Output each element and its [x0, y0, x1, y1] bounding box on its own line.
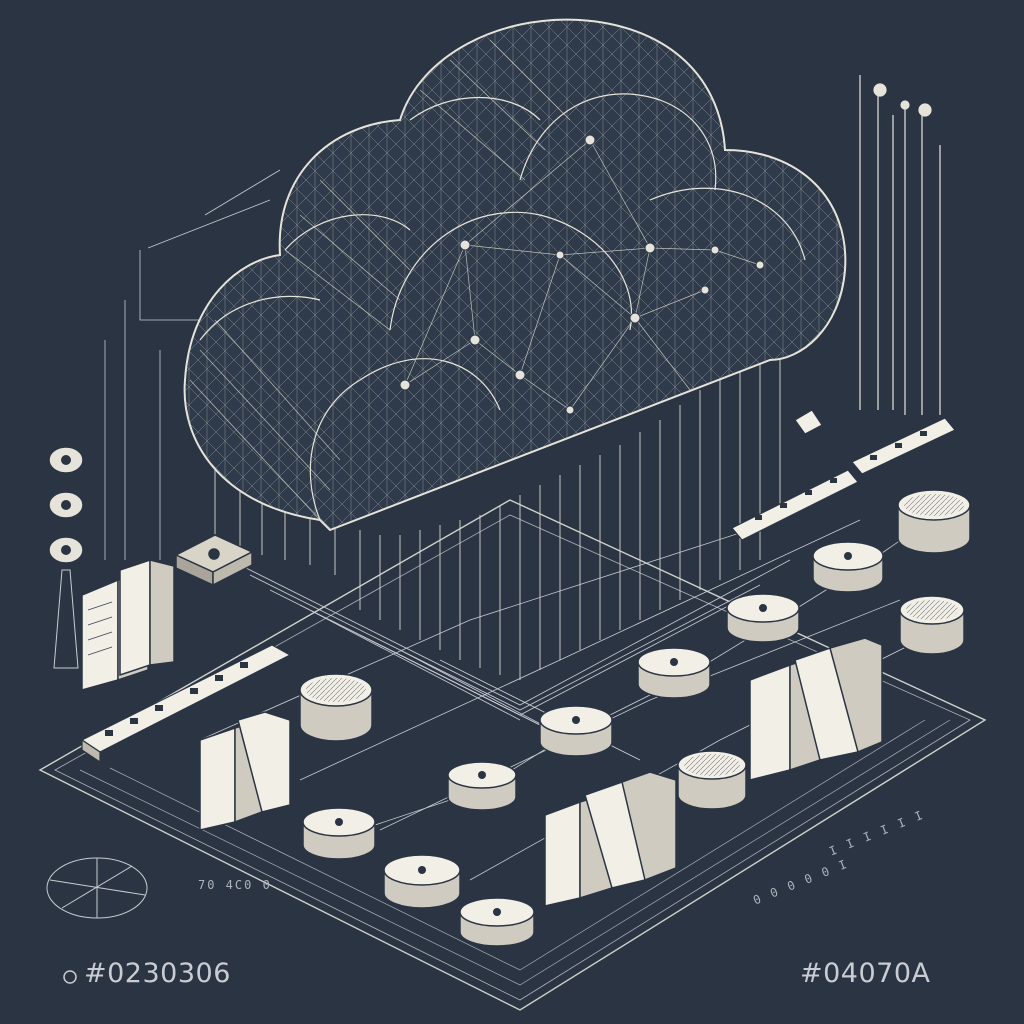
caption-right: #04070A: [800, 958, 931, 989]
signal-icon-stack: [48, 446, 84, 669]
leader-lines: [104, 169, 281, 560]
base-plate: [38, 499, 987, 1011]
server-rack-icon: [749, 637, 883, 781]
status-dot: [63, 970, 77, 984]
antenna-icon: [859, 75, 941, 415]
server-rack-icon: [81, 558, 175, 691]
antenna-icon: [53, 569, 79, 669]
small-mark-a: 70 4C0 0: [198, 878, 272, 892]
router-icon: [174, 534, 254, 587]
server-rack-icon: [544, 771, 677, 907]
network-node-icon: [302, 541, 884, 947]
compass-icon: [46, 857, 148, 919]
caption-left: #0230306: [84, 958, 231, 989]
storage-disk-icon: [299, 489, 971, 810]
server-rack-icon: [199, 711, 291, 831]
patch-panel: [80, 409, 956, 764]
cloud-network-icon: [183, 18, 847, 532]
